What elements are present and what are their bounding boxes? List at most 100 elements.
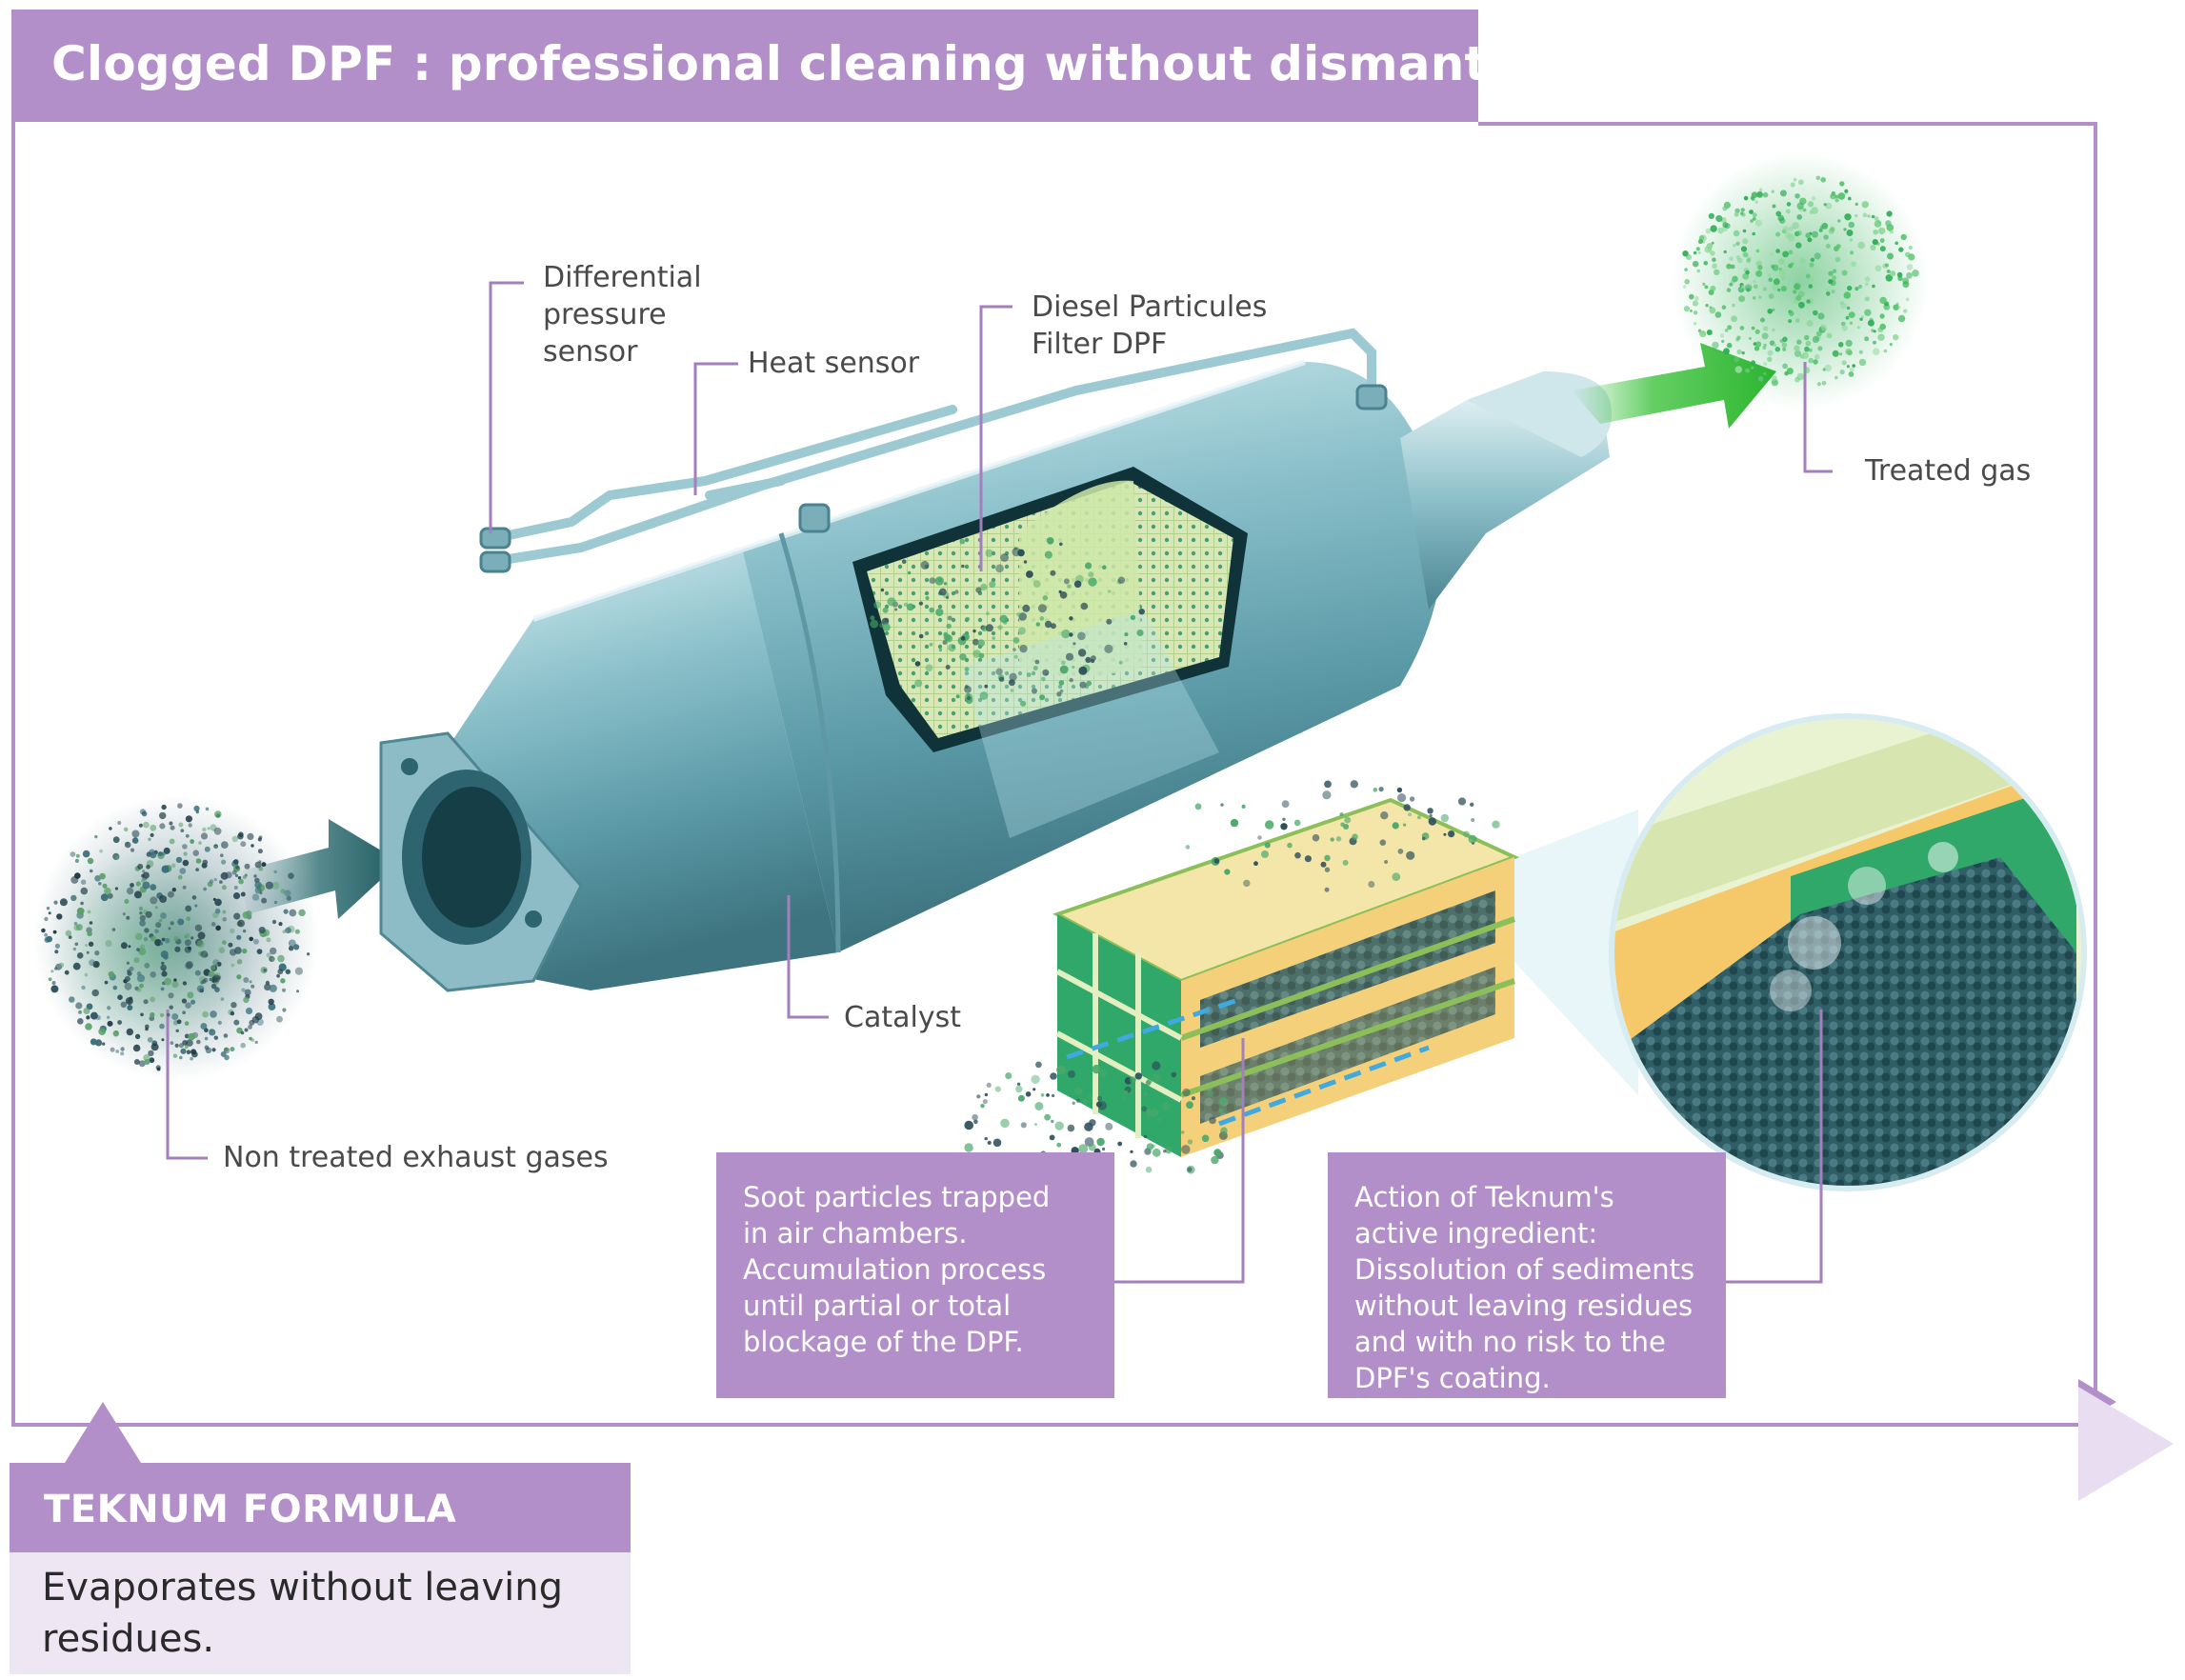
particle [935,608,944,617]
particle [1715,214,1723,223]
particle [1884,263,1889,268]
particle [167,890,174,898]
particle [1828,279,1834,285]
particle [1733,243,1736,248]
particle [1096,1095,1103,1102]
particle [1809,210,1814,214]
particle [161,961,165,966]
particle [1885,274,1894,282]
particle [1009,672,1017,681]
particle [210,1010,217,1018]
particle [907,570,912,575]
particle [947,615,952,621]
particle [1304,855,1312,863]
particle [159,823,166,830]
particle [1067,584,1072,589]
particle [69,996,75,1003]
particle [195,858,202,864]
particle [160,987,165,991]
particle [120,1047,125,1051]
particle [164,977,172,986]
particle [966,617,971,621]
particle [41,928,46,933]
particle [211,1048,216,1052]
particle [150,896,158,905]
particle [1409,796,1415,802]
particle [1772,204,1776,209]
particle [1752,296,1756,300]
particle [154,929,159,933]
particle [1805,340,1812,347]
particle [1492,820,1500,829]
particle [99,849,103,853]
particle [1187,1167,1193,1172]
particle [179,868,187,874]
particle [946,623,952,629]
label-non-treated-exhaust: Non treated exhaust gases [223,1141,609,1174]
particle [1035,622,1041,627]
particle [175,856,183,864]
particle [203,887,208,891]
particle [237,919,245,928]
particle [210,965,216,970]
particle [1775,231,1781,237]
particle [1121,1096,1127,1102]
particle [1312,833,1320,842]
particle [1862,212,1868,218]
particle [1908,245,1913,250]
particle [1831,195,1835,200]
particle [164,937,170,944]
particle [241,988,246,992]
particle [307,952,311,956]
particle [1378,787,1384,792]
particle [1082,1099,1088,1104]
particle [76,952,84,959]
particle [1840,321,1846,327]
particle [1724,329,1729,332]
particle [984,1092,989,1097]
particle [1218,1096,1228,1106]
particle [1839,370,1845,375]
particle [1136,629,1144,637]
particle [296,990,299,993]
particle [238,878,244,885]
particle [1724,223,1731,230]
particle [1786,202,1792,207]
particle [1088,1143,1096,1151]
particle [104,887,111,895]
particle [288,872,294,879]
particle [1320,861,1327,868]
particle [1806,319,1814,328]
particle [918,601,924,606]
particle [1893,333,1899,341]
particle [174,1043,179,1048]
particle [204,1045,210,1050]
particle [1171,1071,1177,1078]
particle [1768,277,1774,283]
particle [205,807,210,811]
particle [124,899,130,904]
particle [288,946,294,951]
particle [1796,230,1802,236]
particle [1072,1101,1075,1106]
particle [1342,859,1349,866]
particle [133,890,142,899]
particle [1856,326,1860,330]
particle [1734,208,1740,213]
particle [139,911,143,915]
particle [170,921,174,926]
particle [298,909,306,917]
particle [1706,243,1714,250]
particle [166,1012,170,1017]
particle [966,692,971,697]
particle [1065,652,1074,661]
particle [985,549,993,557]
particle [141,878,146,883]
particle [156,1067,161,1071]
particle [1848,371,1854,377]
particle [1772,284,1779,291]
particle [209,879,214,884]
particle [1796,214,1803,220]
particle [1864,276,1871,282]
label-heat-sensor: Heat sensor [748,347,920,380]
